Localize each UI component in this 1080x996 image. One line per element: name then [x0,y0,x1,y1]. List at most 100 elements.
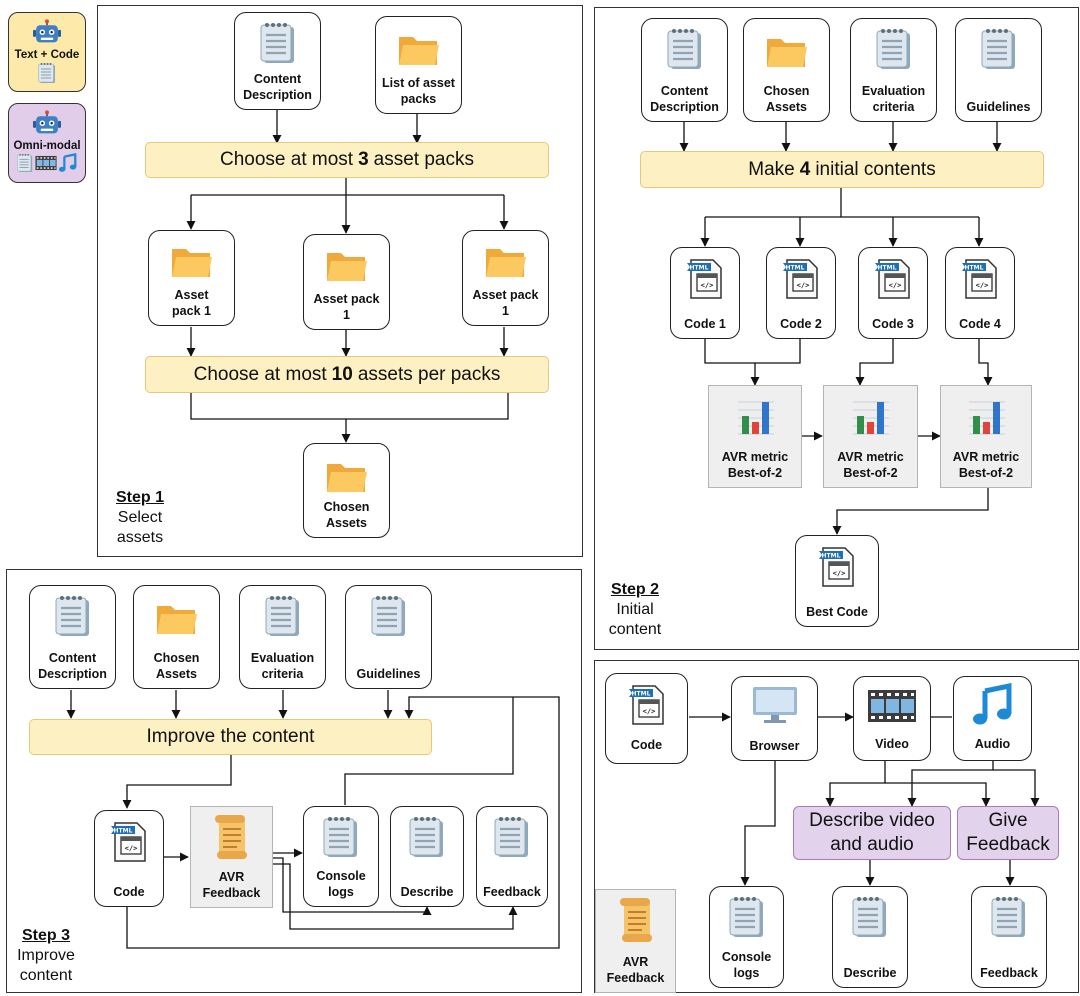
legend-text-code-label: Text + Code [14,49,80,61]
step-sub: content [608,621,662,638]
notepad-icon [665,27,705,71]
improve-content-bar: Improve the content [29,719,432,755]
card-label: Code 2 [780,317,822,331]
card-label: List of asset packs [382,76,455,106]
content-description-card: Content Description [29,585,116,689]
card-label: Asset pack 1 [472,288,539,318]
avr-metric-box: AVR metric Best-of-2 [940,385,1032,488]
describe-card: Describe [832,886,908,988]
card-label: Best Code [806,605,868,619]
notepad-icon [53,594,93,638]
html-file-icon [685,256,725,300]
bar-text-post: asset packs [373,149,474,170]
legend-text-code: Text + Code [8,12,86,92]
card-label: Feedback [980,966,1038,980]
folder-icon [397,31,441,67]
feedback-label: AVR Feedback [606,955,665,985]
card-label: Guidelines [966,100,1031,114]
folder-icon [765,33,809,69]
html-file-icon [109,819,149,863]
step2-label: Step 2 Initial content [600,580,670,640]
box-label: Give Feedback [966,810,1050,855]
bar-chart-icon [734,394,778,438]
feedback-card: Feedback [971,886,1047,988]
card-label: Chosen Assets [153,651,200,681]
card-label: Chosen Assets [763,84,810,114]
card-label: Guidelines [356,667,421,681]
card-label: Audio [974,737,1011,751]
list-of-asset-packs-card: List of asset packs [375,16,462,114]
feedback-card: Feedback [476,806,548,907]
evaluation-criteria-card: Evaluation criteria [239,585,326,689]
bar-text-post: assets per packs [357,363,501,385]
card-label: Evaluation criteria [861,84,926,114]
monitor-icon [751,685,799,725]
card-label: Asset pack 1 [172,288,211,318]
chosen-assets-card: Chosen Assets [133,585,220,689]
step3-label: Step 3 Improve content [10,926,82,986]
music-note-icon [971,683,1015,727]
browser-card: Browser [731,676,818,761]
best-code-card: Best Code [795,535,879,627]
notepad-icon [874,27,914,71]
notepad-icon [258,21,298,65]
describe-card: Describe [390,806,464,907]
scroll-icon [211,813,251,861]
html-file-icon [873,256,913,300]
bar-number: 4 [799,158,811,180]
step-sub: Select [117,509,163,526]
card-label: Code 4 [959,317,1001,331]
folder-icon [484,243,528,279]
html-file-icon [781,256,821,300]
step-title: Step 2 [610,581,659,598]
bar-text-pre: Choose at most [220,149,354,170]
notepad-icon [263,594,303,638]
step-sub: Initial [616,601,654,618]
card-label: Code [630,738,663,752]
console-logs-card: Console logs [303,806,379,907]
audio-card: Audio [953,676,1032,761]
code-card: Code 3 [858,247,928,339]
make-contents-bar: Make 4 initial contents [640,151,1044,188]
notepad-icon [321,815,361,859]
metric-label: AVR metric Best-of-2 [952,450,1020,480]
evaluation-criteria-card: Evaluation criteria [850,18,937,122]
folder-icon [155,600,199,636]
code-card: Code 4 [945,247,1015,339]
notepad-icon [989,895,1029,939]
step-title: Step 3 [21,927,70,944]
card-label: Code 1 [684,317,726,331]
card-label: Code [113,885,145,899]
give-feedback-box: Give Feedback [957,806,1059,860]
content-description-card: Content Description [641,18,728,122]
step3-panel [6,569,582,993]
step2-panel [594,7,1079,650]
step-title: Step 1 [115,489,164,506]
card-label: Code 3 [872,317,914,331]
asset-pack-card: Asset pack 1 [462,230,549,326]
notepad-icon [727,895,767,939]
code-card: Code 1 [670,247,740,339]
guidelines-card: Guidelines [345,585,432,689]
avr-feedback-box: AVR Feedback [190,806,273,908]
card-label: Describe [400,885,454,899]
card-label: Describe [843,966,897,980]
metric-label: AVR metric Best-of-2 [721,450,789,480]
asset-pack-card: Asset pack 1 [303,234,390,330]
card-label: Console logs [721,950,772,980]
step-sub: Improve [17,947,75,964]
metric-label: AVR metric Best-of-2 [837,450,904,480]
chosen-assets-card: Chosen Assets [303,443,390,538]
guidelines-card: Guidelines [955,18,1042,122]
code-card: Code [605,673,688,764]
content-description-card: Content Description [234,12,321,110]
asset-pack-card: Asset pack 1 [148,230,235,326]
notepad-icon [979,27,1019,71]
bar-chart-icon [849,394,893,438]
html-file-icon [627,682,667,726]
bar-number: 10 [331,363,353,385]
code-card: Code [94,810,164,907]
card-label: Content Description [38,651,107,681]
video-card: Video [853,676,931,761]
card-label: Console logs [316,869,366,899]
